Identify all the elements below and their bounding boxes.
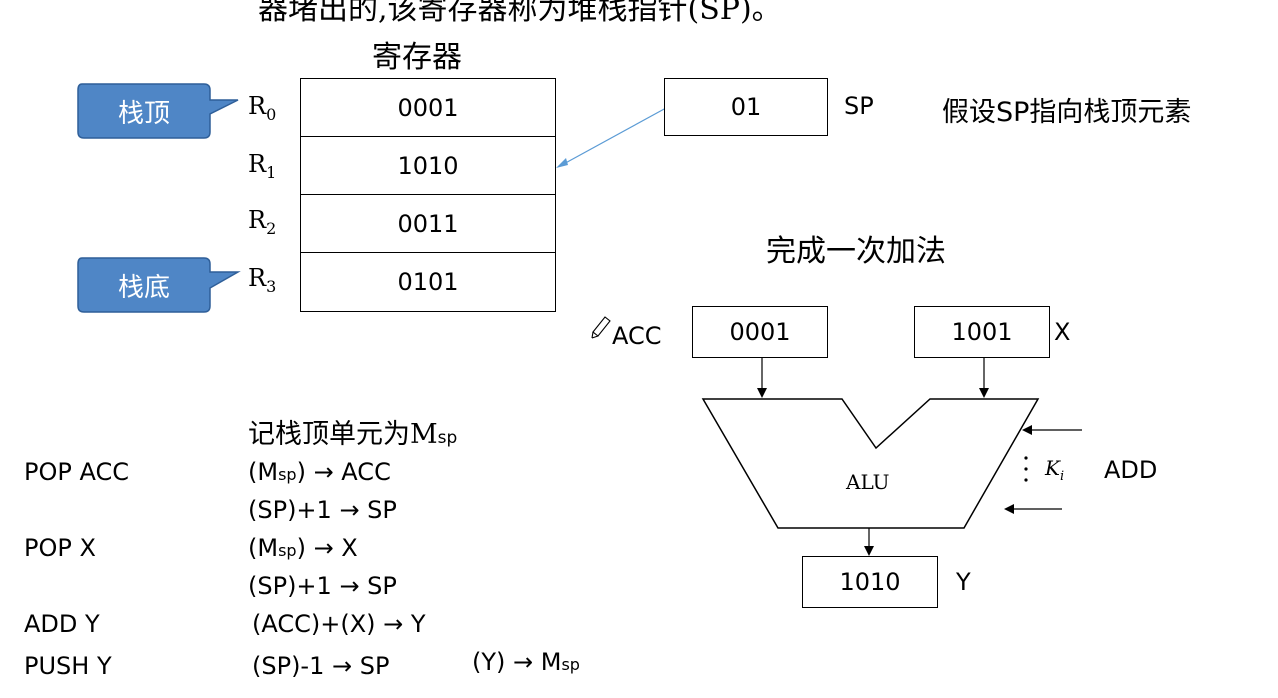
instr-pop-acc-expr: (Msp) → ACC bbox=[248, 458, 391, 486]
y-register: 1010 bbox=[802, 556, 938, 608]
callout-bottom-label: 栈底 bbox=[117, 272, 170, 303]
register-title: 寄存器 bbox=[372, 40, 462, 75]
sp-pointer-arrow bbox=[559, 107, 667, 167]
register-label-r1: R1 bbox=[248, 150, 277, 182]
ki-label: Ki bbox=[1045, 456, 1065, 484]
callout-top-shape bbox=[77, 83, 239, 139]
assumption-text: 假设SP指向栈顶元素 bbox=[942, 97, 1192, 128]
instr-add-y-expr: (ACC)+(X) → Y bbox=[252, 610, 426, 638]
sp-pointer-arrowhead bbox=[556, 158, 568, 168]
adder-title: 完成一次加法 bbox=[766, 234, 946, 269]
x-label: X bbox=[1054, 318, 1071, 346]
register-label-r0: R0 bbox=[248, 92, 277, 124]
instr-add-y-op: ADD Y bbox=[24, 610, 100, 638]
acc-label: ACC bbox=[612, 322, 662, 350]
header-text: 器堵出的,该寄存器称为堆栈指针(SP)。 bbox=[258, 0, 782, 27]
instr-push-y-expr: (SP)-1 → SP bbox=[252, 652, 390, 680]
x-register: 1001 bbox=[914, 306, 1050, 358]
pencil-icon bbox=[591, 316, 611, 339]
register-cell-r0: 0001 bbox=[300, 78, 556, 138]
add-signal-label: ADD bbox=[1104, 456, 1158, 484]
register-cell-r3: 0101 bbox=[300, 252, 556, 312]
register-label-r2: R2 bbox=[248, 206, 277, 238]
instr-push-y-expr2: (Y) → Msp bbox=[472, 648, 580, 676]
register-cell-r1: 1010 bbox=[300, 136, 556, 196]
callout-bottom-shape bbox=[77, 257, 241, 313]
instr-pop-acc-expr2: (SP)+1 → SP bbox=[248, 496, 397, 524]
instr-push-y-op: PUSH Y bbox=[24, 652, 112, 680]
instr-pop-x-expr2: (SP)+1 → SP bbox=[248, 572, 397, 600]
sp-register: 01 bbox=[664, 78, 828, 136]
instr-pop-x-op: POP X bbox=[24, 534, 96, 562]
instr-pop-acc-op: POP ACC bbox=[24, 458, 129, 486]
callout-top-label: 栈顶 bbox=[117, 98, 170, 129]
register-label-r3: R3 bbox=[248, 264, 277, 296]
y-label: Y bbox=[956, 568, 971, 596]
sp-label: SP bbox=[844, 92, 874, 120]
acc-register: 0001 bbox=[692, 306, 828, 358]
stack-top-note: 记栈顶单元为Msp bbox=[248, 419, 458, 450]
alu-label: ALU bbox=[846, 470, 890, 494]
instr-pop-x-expr: (Msp) → X bbox=[248, 534, 358, 562]
alu-shape bbox=[701, 398, 1040, 529]
